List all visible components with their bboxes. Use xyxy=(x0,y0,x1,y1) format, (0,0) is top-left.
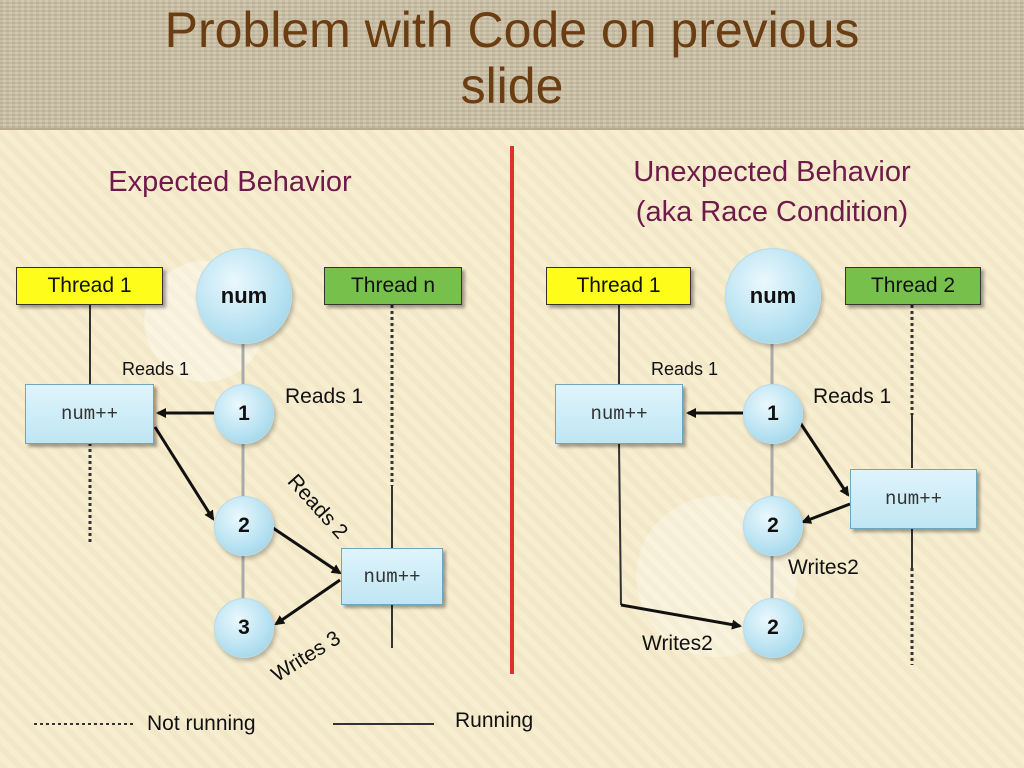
left-value-1: 1 xyxy=(214,384,274,444)
left-thread1-increment: num++ xyxy=(25,384,154,444)
left-threadn-box: Thread n xyxy=(324,267,462,305)
legend-running-label: Running xyxy=(455,709,534,732)
left-label-reads1: Reads 1 xyxy=(285,385,364,408)
right-label-reads1: Reads 1 xyxy=(813,385,892,408)
right-label-reads1-small: Reads 1 xyxy=(651,359,719,379)
right-arrow-write2-t1 xyxy=(620,603,742,630)
left-threadn-increment: num++ xyxy=(341,548,443,605)
left-label-reads1-small: Reads 1 xyxy=(122,359,190,379)
right-thread1-box: Thread 1 xyxy=(546,267,691,305)
left-arrow-write2 xyxy=(153,426,215,521)
center-divider xyxy=(510,146,514,674)
right-thread1-increment: num++ xyxy=(555,384,683,444)
right-thread1-running-line-2 xyxy=(618,442,622,606)
right-heading-line1: Unexpected Behavior xyxy=(633,156,911,188)
slide-title-line1: Problem with Code on previous xyxy=(164,2,860,58)
left-arrow-write3 xyxy=(274,578,341,626)
legend-not-running-label: Not running xyxy=(147,712,256,735)
right-arrow-read1-t2 xyxy=(795,417,850,497)
left-thread1-box: Thread 1 xyxy=(16,267,163,305)
right-label-writes2-thread2: Writes2 xyxy=(788,556,859,579)
right-heading: Unexpected Behavior (aka Race Condition) xyxy=(582,152,962,232)
left-value-2: 2 xyxy=(214,496,274,556)
right-value-1: 1 xyxy=(743,384,803,444)
left-arrow-read2 xyxy=(272,526,342,575)
right-arrow-write2-t2 xyxy=(801,502,851,524)
right-thread2-box: Thread 2 xyxy=(845,267,981,305)
slide-title: Problem with Code on previous slide xyxy=(0,2,1024,114)
right-label-writes2-thread1: Writes2 xyxy=(642,632,713,655)
left-heading: Expected Behavior xyxy=(108,166,352,198)
right-value-2: 2 xyxy=(743,496,803,556)
left-num-circle: num xyxy=(196,248,292,344)
slide-title-line2: slide xyxy=(460,58,564,114)
left-value-3: 3 xyxy=(214,598,274,658)
right-num-circle: num xyxy=(725,248,821,344)
right-heading-line2: (aka Race Condition) xyxy=(635,196,909,228)
right-value-2-final: 2 xyxy=(743,598,803,658)
title-band xyxy=(0,0,1024,130)
right-thread2-increment: num++ xyxy=(850,469,977,529)
